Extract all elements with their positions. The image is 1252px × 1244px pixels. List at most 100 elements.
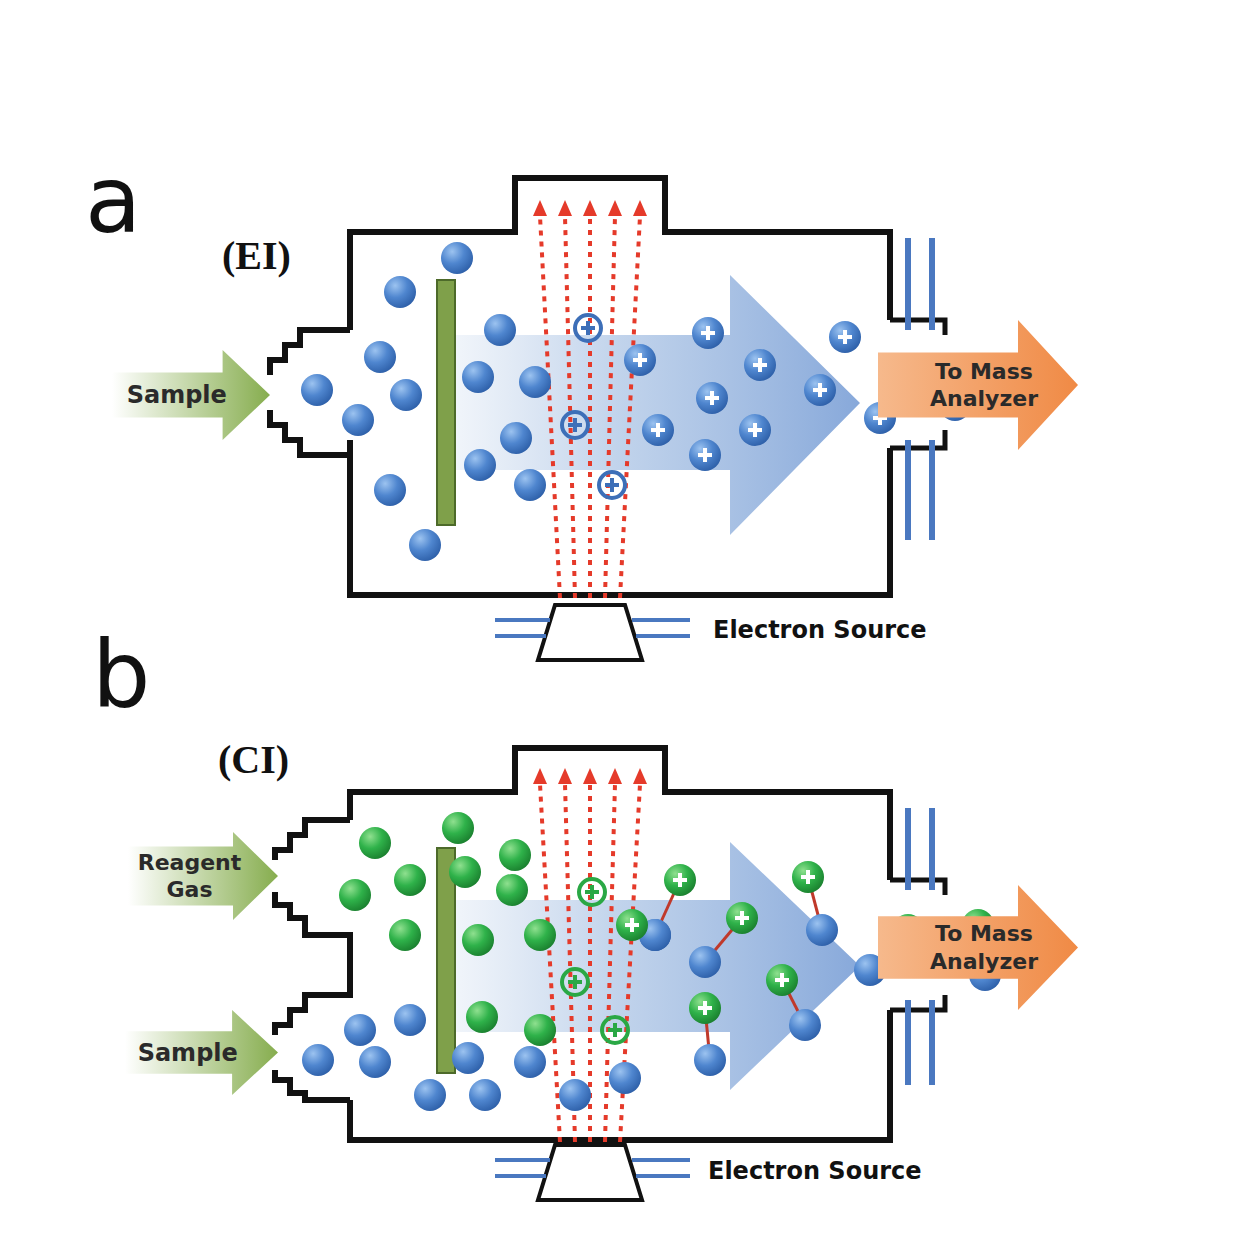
arrow-label: To Mass Analyzer <box>909 920 1059 975</box>
molecule <box>390 379 422 411</box>
arrow-shape <box>878 885 1078 1010</box>
molecule <box>524 1014 556 1046</box>
outlet-arrow: To Mass Analyzer <box>878 885 1078 1010</box>
molecule <box>464 449 496 481</box>
charge-sign <box>698 1001 712 1015</box>
molecule <box>359 1046 391 1078</box>
arrow-fill <box>125 1010 278 1095</box>
ion <box>792 861 824 893</box>
electron-path <box>588 216 592 598</box>
charge-sign <box>605 478 619 492</box>
chamber-wall <box>350 748 890 1140</box>
molecule <box>514 469 546 501</box>
gas-inlets <box>275 820 350 1100</box>
electron-path <box>620 216 640 598</box>
molecule <box>302 1044 334 1076</box>
electron-source <box>538 1145 642 1200</box>
molecule <box>484 314 516 346</box>
ionizing-molecule <box>562 969 588 995</box>
electron-arrowhead <box>583 768 597 784</box>
inlet-arrow: Sample <box>125 1010 278 1095</box>
ion <box>766 964 798 996</box>
ion-beam-arrow <box>455 842 860 1090</box>
molecule <box>524 919 556 951</box>
electron-path <box>540 216 560 598</box>
ion <box>804 374 836 406</box>
molecule <box>441 242 473 274</box>
electron-beam <box>533 200 647 598</box>
molecule <box>519 366 551 398</box>
molecule <box>364 341 396 373</box>
arrow-fill <box>128 832 278 920</box>
molecule <box>499 839 531 871</box>
electron-arrowhead <box>608 768 622 784</box>
ion <box>642 414 674 446</box>
electron-arrowhead <box>533 768 547 784</box>
molecules <box>301 242 971 561</box>
charge-sign <box>801 870 815 884</box>
molecule <box>342 404 374 436</box>
ei-source <box>270 178 971 660</box>
molecule <box>359 827 391 859</box>
charge-sign <box>748 423 762 437</box>
electron-source <box>538 605 642 660</box>
molecule <box>806 914 838 946</box>
arrow-label: Reagent Gas <box>135 849 245 904</box>
electron-arrowhead <box>558 200 572 216</box>
ion <box>616 909 648 941</box>
charge-sign <box>705 391 719 405</box>
molecule <box>374 474 406 506</box>
molecule <box>689 946 721 978</box>
electron-arrowhead <box>558 768 572 784</box>
ion <box>689 439 721 471</box>
charge-sign <box>651 423 665 437</box>
electron-arrowhead <box>583 200 597 216</box>
panel-letter: b <box>92 625 150 726</box>
molecule <box>389 919 421 951</box>
ion <box>739 414 771 446</box>
source-label: Electron Source <box>708 1158 922 1184</box>
charge-sign <box>568 975 582 989</box>
charge-sign <box>581 321 595 335</box>
molecule <box>344 1014 376 1046</box>
molecule <box>462 361 494 393</box>
ion <box>689 992 721 1024</box>
panel-title: (EI) <box>222 234 291 278</box>
chamber-wall <box>350 178 890 595</box>
molecule <box>559 1079 591 1111</box>
arrow-label: Sample <box>138 1038 238 1068</box>
ionizing-molecule <box>579 879 605 905</box>
arrow-shape <box>878 320 1078 450</box>
ion <box>744 349 776 381</box>
arrow-fill <box>878 320 1078 450</box>
ion <box>696 382 728 414</box>
molecule <box>496 874 528 906</box>
arrow-shape <box>128 832 278 920</box>
molecule <box>462 924 494 956</box>
repeller-plate <box>437 848 455 1073</box>
ion <box>664 864 696 896</box>
molecule <box>514 1046 546 1078</box>
molecule <box>694 1044 726 1076</box>
charge-sign <box>673 873 687 887</box>
charge-sign <box>813 383 827 397</box>
charge-sign <box>775 973 789 987</box>
molecule <box>442 812 474 844</box>
electron-beam <box>533 768 647 1142</box>
molecule <box>339 879 371 911</box>
panel-letter: a <box>85 150 141 251</box>
molecule <box>466 1001 498 1033</box>
molecule <box>301 374 333 406</box>
molecule <box>384 276 416 308</box>
electron-arrowhead <box>533 200 547 216</box>
outlet-arrow: To Mass Analyzer <box>878 320 1078 450</box>
electron-path <box>540 784 560 1142</box>
charge-sign <box>625 918 639 932</box>
repeller-plate <box>437 280 455 525</box>
sample-inlet <box>270 330 350 455</box>
ion-beam-arrow <box>455 275 860 535</box>
molecule <box>789 1009 821 1041</box>
molecule <box>409 529 441 561</box>
electron-arrowhead <box>608 200 622 216</box>
electron-arrowhead <box>633 200 647 216</box>
